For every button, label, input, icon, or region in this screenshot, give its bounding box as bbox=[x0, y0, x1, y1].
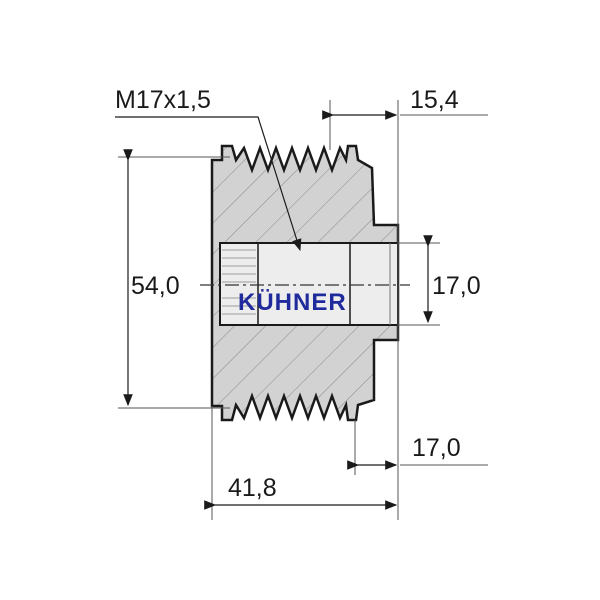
extension-lines bbox=[118, 100, 488, 520]
spline-section bbox=[222, 249, 256, 315]
dim-top-width: 15,4 bbox=[410, 86, 459, 114]
dim-overall-length: 41,8 bbox=[228, 474, 277, 502]
dimension-lines bbox=[115, 110, 433, 510]
thread-label: M17x1,5 bbox=[115, 86, 211, 114]
dim-outer-diameter: 54,0 bbox=[131, 272, 180, 300]
dim-bottom-hub: 17,0 bbox=[412, 434, 461, 462]
bore bbox=[219, 242, 399, 326]
brand-logo: KÜHNER bbox=[238, 289, 347, 316]
dim-bore-diameter: 17,0 bbox=[432, 272, 481, 300]
